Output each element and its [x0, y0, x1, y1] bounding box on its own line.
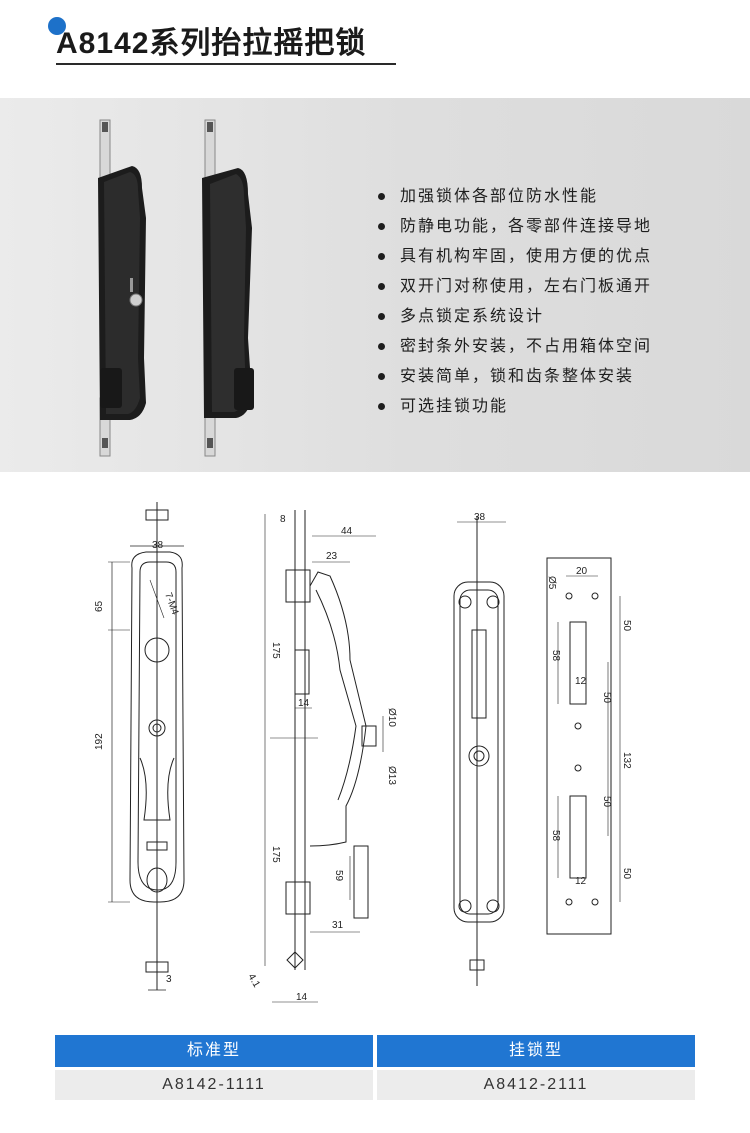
front-dim-3: 3 — [166, 974, 172, 985]
model-type-standard: 标准型 — [55, 1035, 373, 1067]
front-view-drawing — [108, 502, 185, 991]
cutout-dim-50-b: 50 — [601, 692, 612, 704]
cutout-dim-50-d: 50 — [621, 868, 632, 880]
product-showcase: 加强锁体各部位防水性能 防静电功能，各零部件连接导地 具有机构牢固，使用方便的优… — [0, 98, 750, 472]
side-dim-d10: Ø10 — [386, 708, 397, 727]
model-code-padlock: A8412-2111 — [377, 1070, 695, 1100]
cutout-dim-d5: Ø5 — [546, 576, 557, 590]
front-dim-65: 65 — [94, 600, 105, 612]
lock-front-photo — [98, 119, 146, 457]
title-underline — [56, 63, 396, 65]
side-dim-59: 59 — [333, 870, 344, 882]
page-title: A8142系列抬拉摇把锁 — [56, 27, 367, 60]
cutout-dim-58-a: 58 — [550, 650, 561, 662]
side-dim-44: 44 — [341, 526, 353, 537]
side-dim-4-1: 4.1 — [245, 972, 262, 990]
feature-item: 具有机构牢固，使用方便的优点 — [378, 242, 652, 272]
front-dim-7m4: 7-M4 — [162, 591, 180, 617]
cutout-dim-12-b: 12 — [575, 876, 587, 887]
side-dim-d13: Ø13 — [386, 766, 397, 785]
model-table-row: A8142-1111 A8412-2111 — [55, 1067, 695, 1100]
model-table: 标准型 挂锁型 A8142-1111 A8412-2111 — [55, 1035, 695, 1100]
side-dim-14-bottom: 14 — [296, 992, 308, 1003]
cutout-dim-58-b: 58 — [550, 830, 561, 842]
model-code-standard: A8142-1111 — [55, 1070, 373, 1100]
cutout-dim-12-a: 12 — [575, 676, 587, 687]
side-dim-175-bottom: 175 — [270, 846, 281, 863]
feature-item: 可选挂锁功能 — [378, 392, 652, 422]
feature-item: 密封条外安装，不占用箱体空间 — [378, 332, 652, 362]
feature-item: 双开门对称使用，左右门板通开 — [378, 272, 652, 302]
model-table-header: 标准型 挂锁型 — [55, 1035, 695, 1067]
page-header: A8142系列抬拉摇把锁 — [0, 0, 750, 98]
front-dim-192: 192 — [94, 733, 105, 750]
cutout-dim-132: 132 — [621, 752, 632, 769]
feature-item: 加强锁体各部位防水性能 — [378, 182, 652, 212]
back-dim-width: 38 — [474, 512, 486, 523]
cutout-dim-50-a: 50 — [621, 620, 632, 632]
front-dim-width: 38 — [152, 540, 164, 551]
side-dim-14-mid: 14 — [298, 698, 310, 709]
side-dim-31: 31 — [332, 920, 344, 931]
model-type-padlock: 挂锁型 — [377, 1035, 695, 1067]
side-dim-23: 23 — [326, 551, 338, 562]
feature-item: 安装简单，锁和齿条整体安装 — [378, 362, 652, 392]
panel-cutout-drawing — [546, 557, 621, 935]
cutout-dim-20: 20 — [576, 566, 588, 577]
side-dim-175-top: 175 — [270, 642, 281, 659]
feature-list: 加强锁体各部位防水性能 防静电功能，各零部件连接导地 具有机构牢固，使用方便的优… — [378, 182, 652, 422]
feature-item: 防静电功能，各零部件连接导地 — [378, 212, 652, 242]
back-view-drawing — [453, 516, 506, 986]
side-dim-8: 8 — [280, 514, 286, 525]
lock-side-photo — [202, 119, 254, 457]
cutout-dim-50-c: 50 — [601, 796, 612, 808]
technical-drawings: 38 65 7-M4 192 3 8 44 2 — [0, 490, 750, 1010]
feature-item: 多点锁定系统设计 — [378, 302, 652, 332]
side-view-drawing — [264, 510, 384, 1003]
title-bullet-icon — [48, 17, 66, 35]
